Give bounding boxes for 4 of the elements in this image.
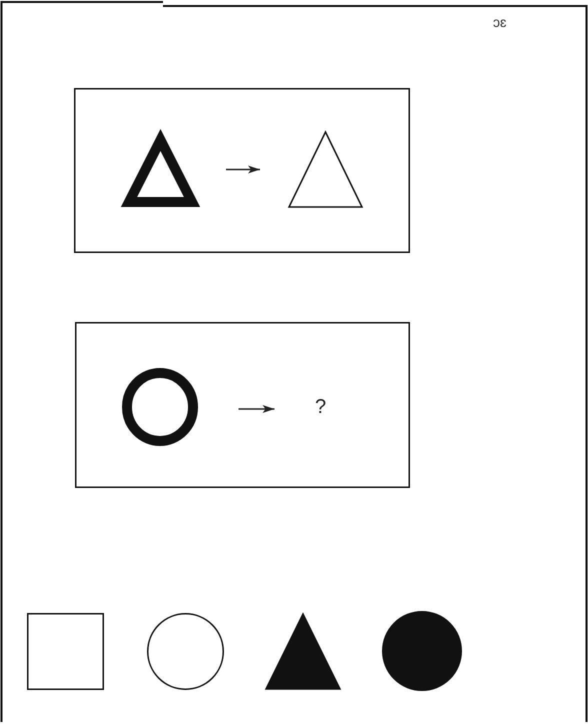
page-number: ɔɛ <box>493 14 506 30</box>
arrow <box>238 405 274 413</box>
question-mark: ? <box>315 397 326 417</box>
arrow <box>226 166 260 174</box>
